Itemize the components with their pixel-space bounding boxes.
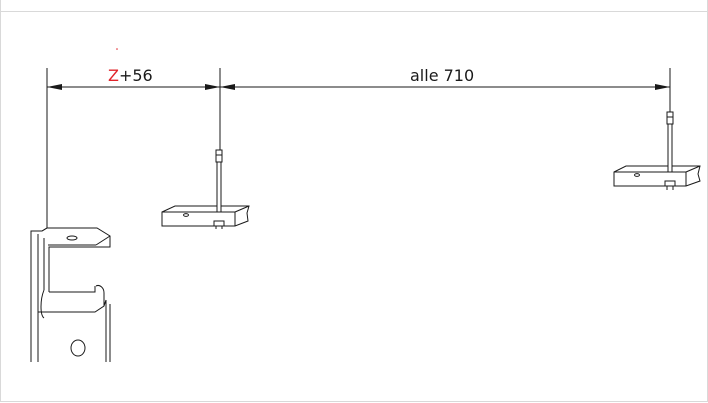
arrow-right-end bbox=[655, 84, 670, 90]
arrow-left-end bbox=[205, 84, 220, 90]
arrow-left-start bbox=[47, 84, 62, 90]
arrow-right-start bbox=[220, 84, 235, 90]
red-dot-mark bbox=[116, 48, 118, 50]
dimension-left-suffix: +56 bbox=[119, 66, 153, 85]
post-left bbox=[30, 227, 111, 362]
top-separator bbox=[0, 11, 708, 12]
dimension-right-label: alle 710 bbox=[410, 66, 474, 85]
variable-z: Z bbox=[108, 66, 119, 85]
dimension-left-label: Z+56 bbox=[108, 66, 153, 85]
bracket-right bbox=[613, 111, 701, 190]
bracket-middle bbox=[161, 149, 250, 229]
arrowheads bbox=[47, 84, 670, 90]
